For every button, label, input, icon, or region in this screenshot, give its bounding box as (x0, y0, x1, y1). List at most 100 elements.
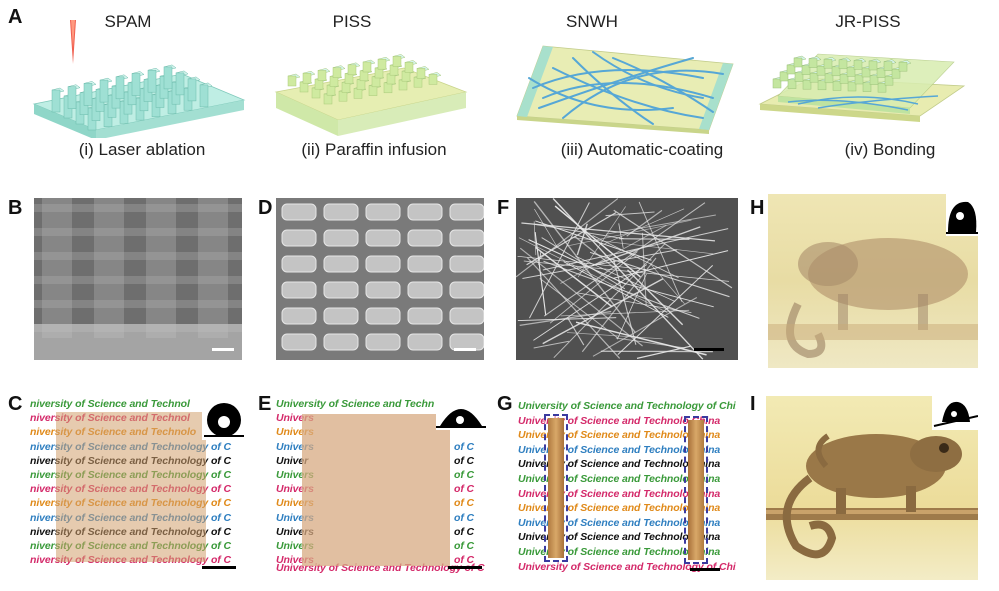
panel-label-d: D (258, 197, 273, 219)
pillar (794, 72, 804, 82)
pillar (877, 82, 887, 93)
panel-label-c: C (8, 393, 23, 415)
step-title-piss: PISS (332, 12, 372, 31)
text-line: Univer ity of Science and Technolo China (518, 516, 721, 529)
pillar (404, 62, 414, 73)
pillar (824, 73, 834, 84)
panel-label-g: G (497, 393, 513, 415)
pillar (67, 86, 77, 109)
sem-image-nanowires (516, 198, 738, 360)
pillar (831, 66, 841, 77)
text-line: Univer ity of Science and Technolo China (518, 429, 721, 442)
pillar (398, 79, 408, 91)
scale-bar (202, 566, 236, 569)
pillar (287, 75, 297, 87)
text-line: Univer ity of Science and Technolo China (518, 502, 721, 515)
step-caption-paraffin-infusion: (ii) Paraffin infusion (301, 140, 447, 159)
pillar (832, 81, 842, 91)
nanowire (592, 51, 704, 99)
pillar (314, 78, 324, 90)
pillar (809, 72, 819, 83)
text-line-end: of C (454, 483, 475, 496)
nanowire (532, 69, 704, 89)
pillar (347, 64, 357, 76)
text-line: Univer (276, 454, 309, 467)
text-line: Univer ity of Science and Technolo China (518, 487, 721, 500)
pillar (338, 90, 348, 102)
pillar (838, 59, 848, 70)
sem-image-piss (276, 198, 484, 360)
scale-bar (690, 568, 720, 571)
pillar (344, 73, 354, 84)
pillar (317, 70, 327, 81)
pillar (83, 83, 93, 106)
text-line-end: of C (454, 497, 475, 510)
pillar (368, 85, 378, 96)
text-line-end: of C (454, 554, 475, 567)
panel-label-e: E (258, 393, 272, 415)
schematic-snwh (516, 45, 734, 134)
pillar (817, 80, 827, 91)
step-title-jr-piss: JR-PISS (835, 12, 901, 31)
pillar (392, 56, 402, 67)
schematic-jr-piss (758, 53, 966, 122)
spam-sample-overlay (56, 412, 206, 562)
text-line: University of Science and Techn (276, 398, 435, 410)
pillar (839, 74, 849, 84)
pillar (356, 79, 366, 90)
text-line-end: of C (454, 469, 475, 481)
step-title-spam: SPAM (104, 12, 152, 31)
piss-sample-overlay (302, 414, 450, 566)
text-line-end: of C (454, 440, 475, 453)
scale-bar (454, 348, 476, 351)
pillar (779, 71, 789, 82)
pillar (823, 58, 833, 69)
pillar (323, 93, 333, 105)
text-line-end: of C (454, 454, 475, 467)
pillar (862, 82, 872, 92)
nanowire (552, 67, 704, 119)
scale-bar (694, 348, 724, 351)
step-title-snwh: SNWH (566, 12, 618, 31)
text-line: Univer ity of Science and Technolo China (518, 473, 721, 485)
panel-label-i: I (750, 393, 756, 415)
pillar (816, 65, 826, 76)
pillar (299, 81, 309, 93)
panel-label-h: H (750, 197, 765, 219)
pillar (847, 81, 857, 92)
pillar (326, 84, 336, 96)
contact-angle-inset (436, 398, 486, 430)
text-line: Univer ity of Science and Technolo China (518, 414, 721, 427)
sem-image-spam (34, 198, 242, 360)
pillar (401, 70, 411, 82)
panel-label-a: A (8, 6, 23, 28)
pillar (371, 76, 381, 88)
text-line: Univer ity of Science and Technolo China (518, 546, 721, 558)
pillar (377, 58, 387, 70)
pillar (163, 66, 173, 90)
pillar (868, 60, 878, 71)
photo-chameleon-hidden (768, 194, 978, 368)
pillar (802, 79, 812, 90)
pillar (891, 68, 901, 79)
pillar (787, 79, 797, 89)
pillar (131, 73, 141, 96)
text-line: University of Science and Technology of … (518, 560, 736, 573)
text-line-end: of C (454, 540, 475, 552)
pillar (793, 57, 803, 68)
schematic-piss (274, 54, 468, 136)
pillar (898, 61, 908, 72)
pillar (854, 74, 864, 85)
scale-bar (448, 566, 482, 569)
pillar (187, 78, 197, 102)
snwh-strip-left (544, 414, 568, 562)
pillar (302, 72, 312, 84)
pillar (428, 74, 438, 85)
step-caption-bonding: (iv) Bonding (844, 140, 936, 159)
text-line: niversity of Science and Technol (30, 398, 190, 410)
contact-angle-inset (202, 400, 246, 440)
contact-angle-inset (932, 396, 978, 430)
pillar (374, 67, 384, 79)
pillar (883, 61, 893, 71)
